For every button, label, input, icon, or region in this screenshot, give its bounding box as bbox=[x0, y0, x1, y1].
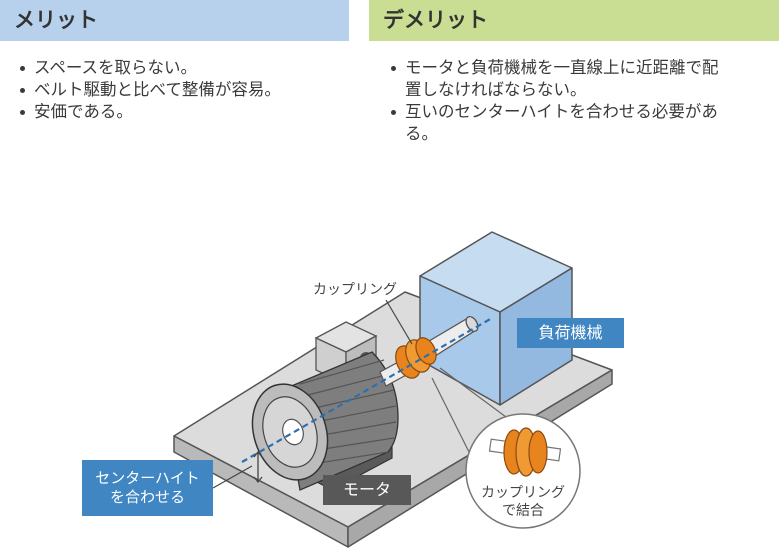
center-line bbox=[241, 317, 493, 463]
coupling-label: カップリング bbox=[313, 282, 397, 298]
center-height-label-line1: センターハイト bbox=[95, 469, 200, 487]
demerit-item: モータと負荷機械を一直線上に近距離で配置しなければならない。 bbox=[389, 57, 719, 101]
demerit-item: 互いのセンターハイトを合わせる必要がある。 bbox=[389, 101, 719, 145]
merit-list: スペースを取らない。 ベルト駆動と比べて整備が容易。 安価である。 bbox=[18, 57, 281, 123]
demerit-list: モータと負荷機械を一直線上に近距離で配置しなければならない。 互いのセンターハイ… bbox=[389, 57, 719, 145]
demerit-header: デメリット bbox=[369, 0, 779, 41]
coupling-detail-inset bbox=[465, 413, 581, 529]
motor-label: モータ bbox=[323, 475, 411, 505]
inset-label: カップリング で結合 bbox=[466, 484, 580, 520]
merit-item: 安価である。 bbox=[18, 101, 281, 123]
center-height-indicator bbox=[253, 450, 263, 484]
demerit-title: デメリット bbox=[383, 8, 488, 32]
coupling bbox=[395, 337, 437, 379]
center-height-label: センターハイト を合わせる bbox=[82, 460, 213, 516]
merit-header: メリット bbox=[0, 0, 349, 41]
center-height-label-line2: を合わせる bbox=[109, 488, 185, 506]
center-height-pointer bbox=[212, 465, 253, 489]
merit-item: スペースを取らない。 bbox=[18, 57, 281, 79]
coupling-leader bbox=[385, 299, 413, 345]
merit-item: ベルト駆動と比べて整備が容易。 bbox=[18, 79, 281, 101]
merit-title: メリット bbox=[14, 8, 98, 32]
load-machine-label: 負荷機械 bbox=[517, 318, 624, 348]
inset-leaders bbox=[431, 367, 511, 459]
inset-label-line1: カップリング bbox=[481, 485, 565, 501]
inset-label-line2: で結合 bbox=[502, 503, 544, 519]
